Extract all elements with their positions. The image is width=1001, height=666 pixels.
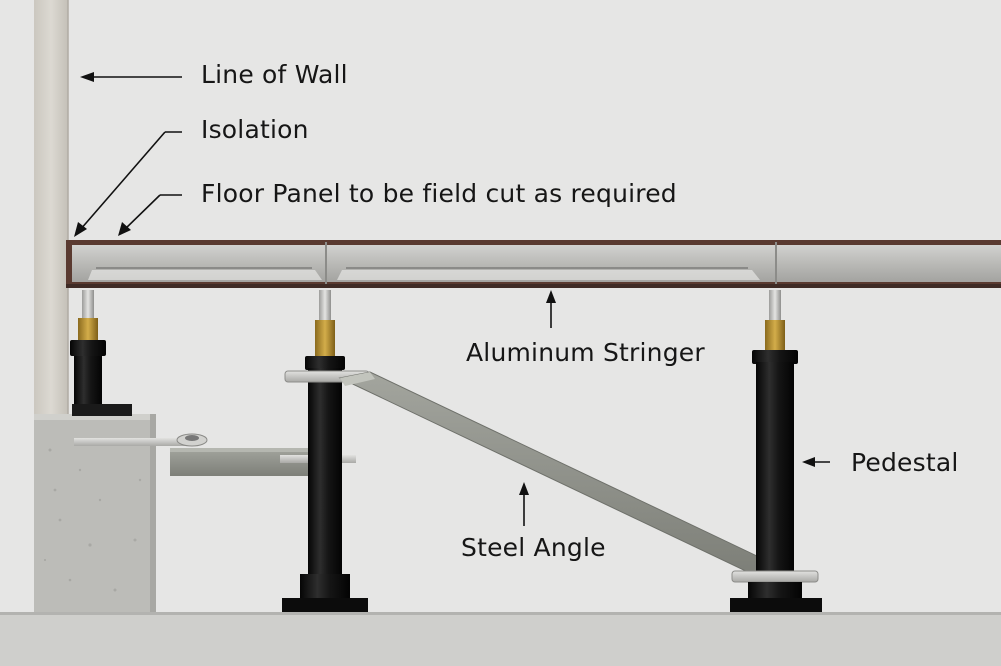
concrete-ledge (34, 414, 156, 612)
pedestal-left (70, 290, 132, 416)
label-line-of-wall: Line of Wall (201, 60, 348, 89)
floor-panel (66, 240, 1001, 288)
label-pedestal: Pedestal (851, 448, 959, 477)
label-steel-angle: Steel Angle (461, 533, 606, 562)
label-aluminum-stringer: Aluminum Stringer (466, 338, 705, 367)
aluminum-stringer (66, 284, 1001, 288)
label-isolation: Isolation (201, 115, 309, 144)
floor-slab (0, 612, 1001, 666)
leader-arrows (74, 72, 830, 526)
ledge-bracket (74, 433, 356, 476)
pedestal-middle (282, 290, 370, 612)
label-floor-panel: Floor Panel to be field cut as required (201, 179, 677, 208)
pedestal-right (730, 290, 822, 612)
